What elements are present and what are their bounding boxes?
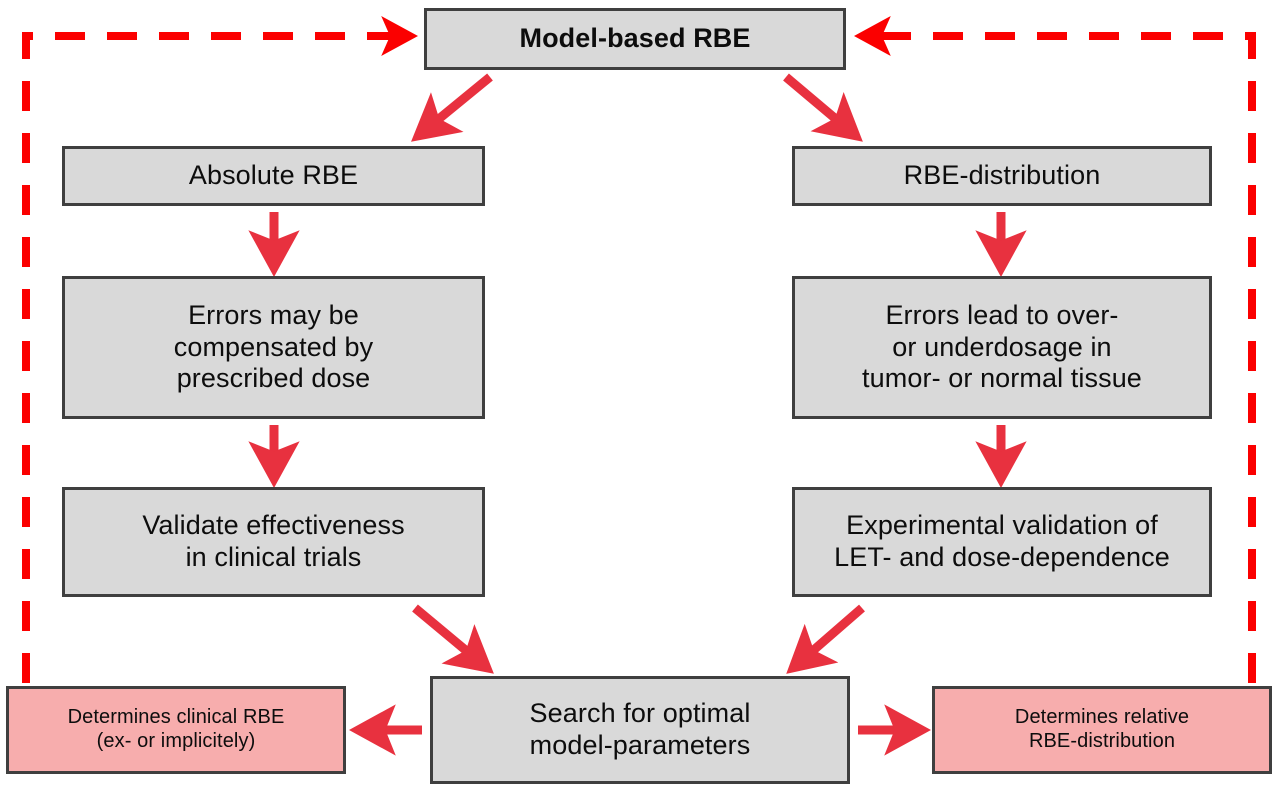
node-determines-clinical-rbe[interactable]: Determines clinical RBE (ex- or implicit… (6, 686, 346, 774)
node-search-for-optimal-model-parameters[interactable]: Search for optimal model-parameters (430, 676, 850, 784)
edge-root-to-distribution (783, 73, 863, 142)
node-absolute-rbe[interactable]: Absolute RBE (62, 146, 485, 206)
node-validate-effectiveness-clinical-trials[interactable]: Validate effectiveness in clinical trial… (62, 487, 485, 597)
node-errors-compensated-by-prescribed-dose[interactable]: Errors may be compensated by prescribed … (62, 276, 485, 419)
node-determines-relative-rbe-distribution[interactable]: Determines relative RBE-distribution (932, 686, 1272, 774)
edge-root-to-absolute (411, 73, 493, 142)
node-rbe-distribution[interactable]: RBE-distribution (792, 146, 1212, 206)
node-experimental-validation-let-dose-dependence[interactable]: Experimental validation of LET- and dose… (792, 487, 1212, 597)
edge-validate-to-search (412, 604, 494, 674)
node-model-based-rbe[interactable]: Model-based RBE (424, 8, 846, 70)
node-errors-lead-to-over-or-underdosage[interactable]: Errors lead to over- or underdosage in t… (792, 276, 1212, 419)
edge-experimental-to-search (786, 604, 865, 674)
